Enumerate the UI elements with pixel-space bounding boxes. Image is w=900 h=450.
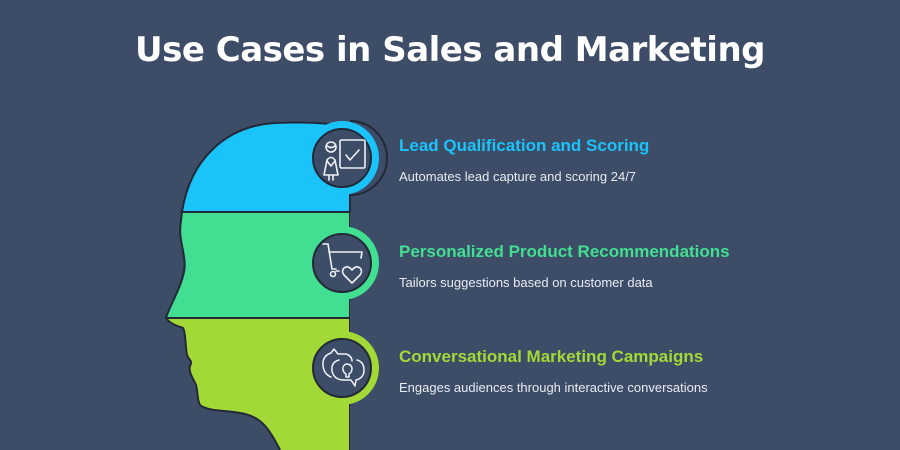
use-case-description: Tailors suggestions based on customer da… xyxy=(399,275,653,290)
use-case-title: Conversational Marketing Campaigns xyxy=(399,347,704,366)
use-case-conversational-marketing: Conversational Marketing Campaigns Engag… xyxy=(399,347,708,395)
icon-badge-lead-qualification xyxy=(305,120,388,196)
chat-bubbles-lightbulb-icon xyxy=(322,348,365,387)
page-title: Use Cases in Sales and Marketing xyxy=(135,30,766,70)
icon-badge-product-recommendations xyxy=(305,212,380,318)
use-case-title: Lead Qualification and Scoring xyxy=(399,136,650,155)
use-case-lead-qualification: Lead Qualification and Scoring Automates… xyxy=(399,136,649,184)
use-case-description: Automates lead capture and scoring 24/7 xyxy=(399,169,637,184)
use-case-description: Engages audiences through interactive co… xyxy=(399,380,708,395)
presenter-checkmark-icon xyxy=(323,139,366,181)
use-case-product-recommendations: Personalized Product Recommendations Tai… xyxy=(399,242,730,290)
use-case-title: Personalized Product Recommendations xyxy=(399,242,730,261)
shopping-cart-heart-icon xyxy=(322,243,363,284)
icon-badge-conversational-marketing xyxy=(305,318,380,450)
head-outline xyxy=(164,121,351,450)
